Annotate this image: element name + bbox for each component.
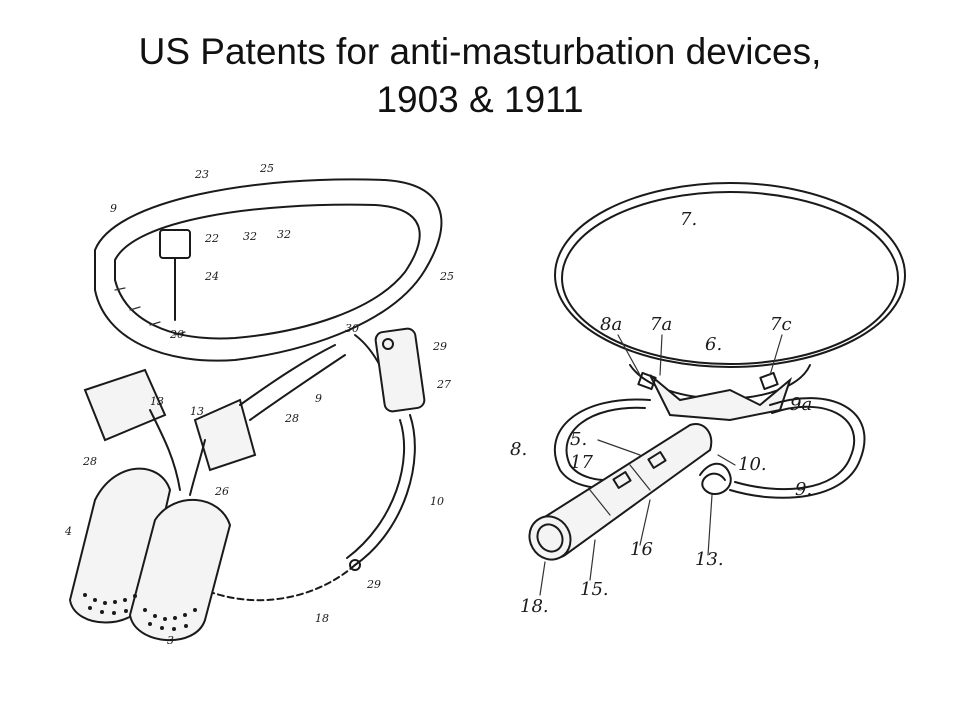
ref-label: 32 (243, 230, 257, 243)
ref-label: 22 (204, 232, 219, 245)
ref-label: 7c (770, 314, 792, 335)
ref-label: 23 (194, 168, 209, 181)
slide-title-line-1: US Patents for anti-masturbation devices… (138, 31, 822, 72)
patent-drawing-1911: 7. 8a 7a 6. 7c 9a 8. 5. 17 10. 9. 16 13.… (500, 170, 930, 630)
ref-label: 6. (705, 334, 722, 355)
ref-label: 24 (204, 270, 219, 283)
slide-title: US Patents for anti-masturbation devices… (40, 28, 920, 124)
ref-label: 8a (600, 314, 622, 335)
ref-label: 29 (432, 340, 447, 353)
ref-label: 26 (214, 485, 229, 498)
ref-label: 13 (190, 405, 204, 418)
ref-label: 16 (630, 539, 653, 560)
patent-drawing-1903: 23 25 9 22 32 32 24 20 25 30 29 9 28 27 … (55, 160, 475, 650)
ref-label: 18 (315, 612, 329, 625)
ref-label: 25 (439, 270, 454, 283)
patent-drawing-1903-svg: 23 25 9 22 32 32 24 20 25 30 29 9 28 27 … (64, 162, 454, 647)
ref-label: 25 (259, 162, 274, 175)
ref-label: 9. (795, 479, 812, 500)
ref-label: 27 (436, 378, 451, 391)
ref-label: 8. (510, 439, 527, 460)
ref-label: 28 (82, 455, 97, 468)
ref-label: 30 (345, 322, 359, 335)
ref-label: 10 (430, 495, 444, 508)
ref-label: 17 (570, 452, 593, 473)
ref-label: 9a (790, 394, 812, 415)
ref-label: 13 (150, 395, 164, 408)
ref-label: 5. (570, 429, 587, 450)
ref-label: 32 (277, 228, 291, 241)
ref-label: 9 (315, 392, 322, 405)
ref-label: 7. (680, 209, 697, 230)
ref-label: 29 (366, 578, 381, 591)
ref-label: 10. (738, 454, 767, 475)
ref-label: 3 (167, 634, 174, 647)
ref-label: 20 (169, 328, 184, 341)
patent-drawing-1911-svg: 7. 8a 7a 6. 7c 9a 8. 5. 17 10. 9. 16 13.… (510, 182, 906, 617)
ref-label: 4 (64, 525, 72, 538)
ref-label: 9 (110, 202, 117, 215)
slide-title-line-2: 1903 & 1911 (376, 79, 584, 120)
ref-label: 7a (650, 314, 672, 335)
ref-label: 18. (520, 596, 549, 617)
ref-label: 13. (695, 549, 724, 570)
ref-label: 28 (284, 412, 299, 425)
ref-label: 15. (580, 579, 609, 600)
